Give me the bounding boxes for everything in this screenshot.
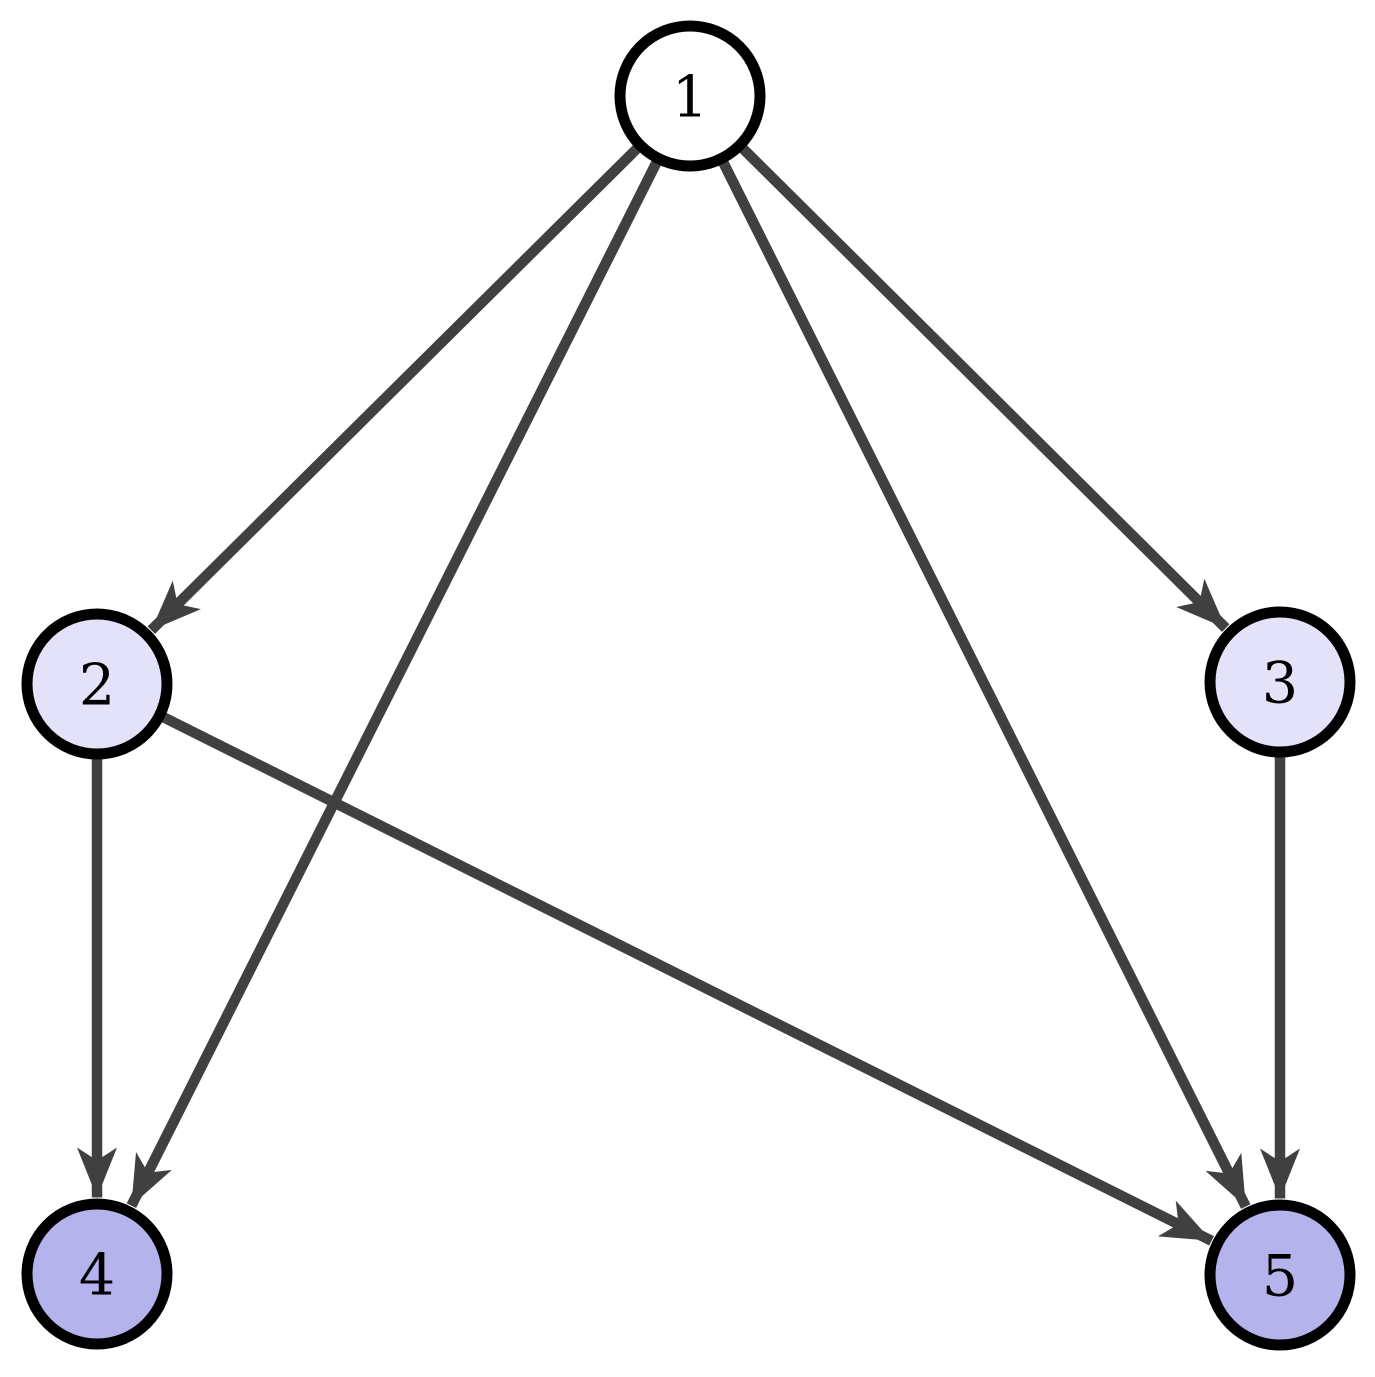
node-label-4: 4 [79,1243,115,1309]
edge-2-to-5 [161,712,1214,1246]
nodes-layer: 1 2 3 4 5 [21,20,1356,1351]
node-circle-3 [1204,606,1356,758]
edge-1-to-4 [126,160,662,1209]
edge-1-to-5 [718,160,1251,1209]
node-label-1: 1 [672,65,708,131]
node-label-2: 2 [79,653,115,719]
node-4: 4 [21,1198,173,1350]
node-label-3: 3 [1262,651,1298,717]
node-circle-5 [1204,1199,1356,1351]
node-circle-2 [21,608,173,760]
edge-1-to-3 [739,144,1230,632]
node-label-5: 5 [1262,1244,1298,1310]
node-1: 1 [614,20,766,172]
edges-layer [77,144,1300,1246]
node-2: 2 [21,608,173,760]
node-3: 3 [1204,606,1356,758]
node-5: 5 [1204,1199,1356,1351]
edge-1-to-2 [147,144,641,634]
node-circle-4 [21,1198,173,1350]
node-circle-1 [614,20,766,172]
